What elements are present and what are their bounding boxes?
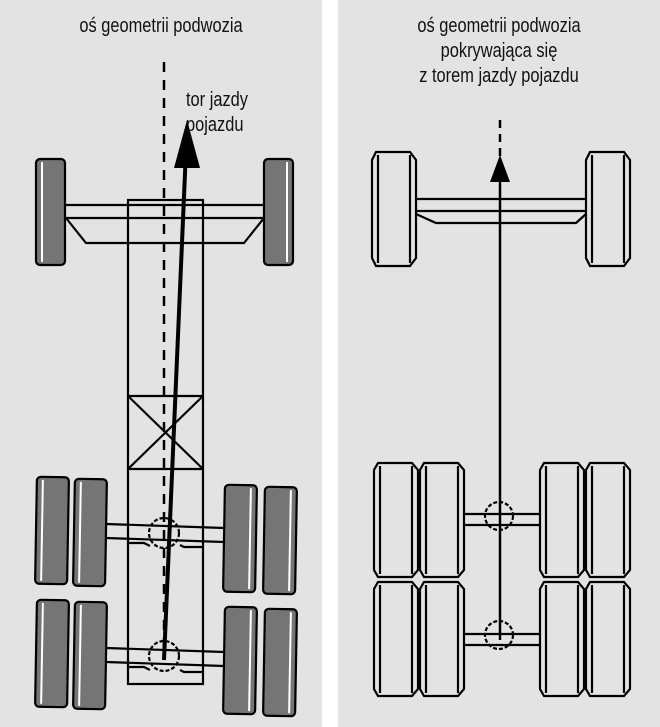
tire-rear2-right-outer (262, 607, 298, 718)
tire-rear1-left-outer (372, 461, 420, 579)
driving-track-label-line1: tor jazdy (186, 89, 248, 111)
tire-rear2-right-inner (222, 605, 258, 716)
tire-front-right (584, 150, 632, 268)
frame-cross-brace (127, 394, 204, 471)
chassis-frame (126, 198, 205, 686)
tire-rear2-right-inner (538, 580, 586, 698)
right-title-line1: oś geometrii podwozia (417, 15, 581, 37)
tire-rear1-right-inner (538, 461, 586, 579)
left-chassis-diagram (34, 62, 298, 718)
tire-rear2-right-outer (584, 580, 632, 698)
tire-front-left (34, 157, 67, 267)
tire-front-left (370, 150, 418, 268)
right-panel-aligned: oś geometrii podwozia pokrywająca się z … (338, 0, 660, 727)
tire-rear1-right-outer (584, 461, 632, 579)
tire-rear1-left-outer (34, 475, 70, 586)
right-tires (370, 150, 632, 698)
tire-rear2-left-inner (72, 600, 108, 711)
driving-track-label: tor jazdy pojazdu (186, 88, 268, 138)
tire-rear1-left-inner (418, 461, 466, 579)
left-tires (34, 157, 298, 718)
arrow-head-icon (174, 120, 200, 168)
tire-rear1-left-inner (72, 477, 108, 588)
arrow-head-icon (490, 155, 510, 182)
right-title-line2: pokrywająca się (440, 40, 558, 62)
tire-rear1-right-outer (262, 485, 298, 596)
left-panel-title: oś geometrii podwozia (79, 15, 243, 37)
driving-track-label-line2: pojazdu (186, 114, 244, 136)
right-title-line3: z torem jazdy pojazdu (419, 65, 579, 87)
tire-rear1-right-inner (222, 483, 258, 594)
tire-rear2-left-outer (34, 598, 70, 709)
right-panel-title: oś geometrii podwozia pokrywająca się z … (367, 14, 631, 89)
driving-track-arrow (490, 155, 510, 640)
left-panel-misaligned: oś geometrii podwozia tor jazdy pojazdu (0, 0, 322, 727)
tire-rear2-left-inner (418, 580, 466, 698)
tire-rear2-left-outer (372, 580, 420, 698)
driving-track-arrow (162, 120, 200, 661)
tire-front-right (262, 157, 295, 267)
right-chassis-diagram (370, 120, 632, 698)
